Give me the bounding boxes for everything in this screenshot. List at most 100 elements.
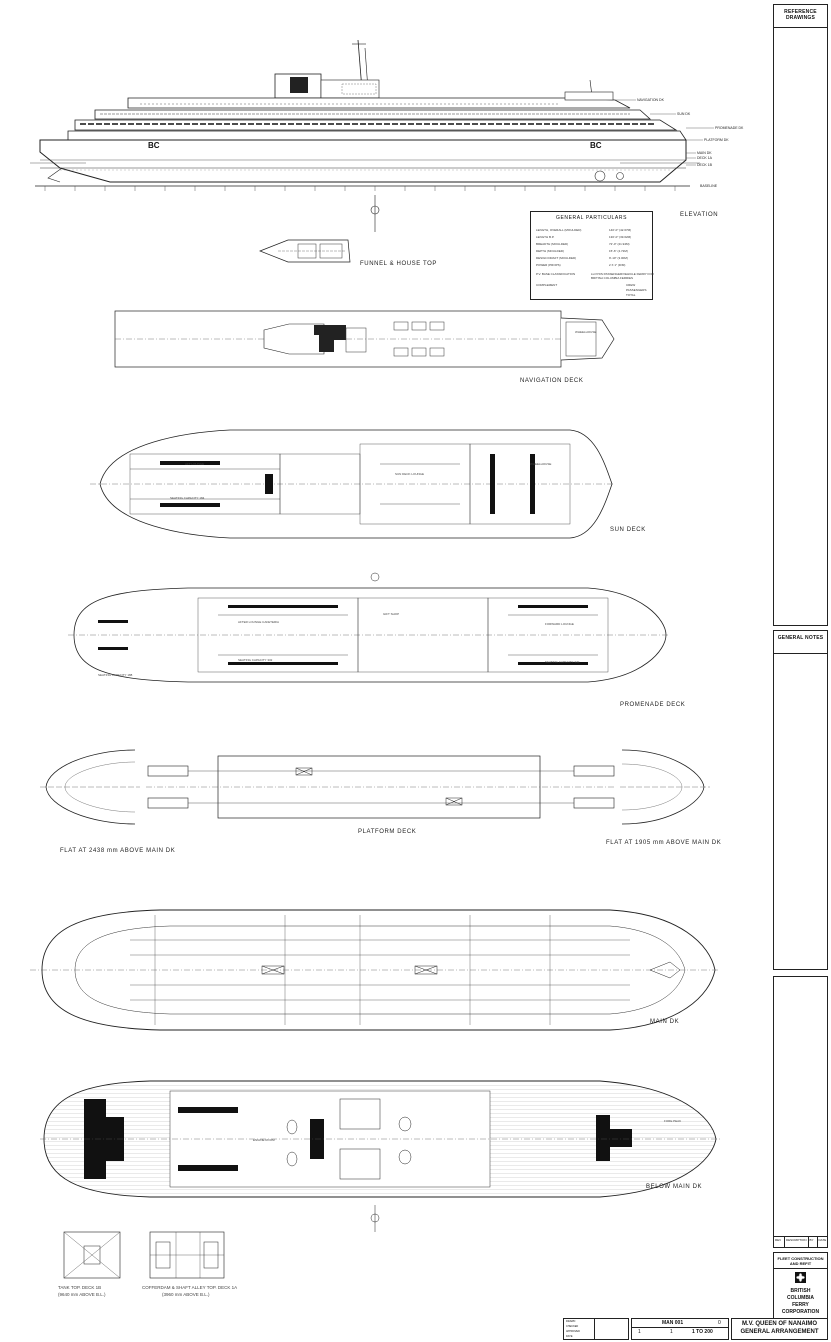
sheet-of: 1 (670, 1329, 673, 1335)
approval-row: APPROVED (566, 1330, 580, 1333)
promenade-seating-stern-label: SEATING CAPACITY 188 (98, 673, 133, 677)
promenade-seating-fwd-label: SEATING CAPACITY 340 (545, 660, 580, 664)
flat-fwd-plan (620, 749, 710, 825)
bcferries-logo-icon (795, 1272, 806, 1283)
deck-label-promenade: PROMENADE DK (715, 126, 744, 130)
hull-logo-aft: BC (148, 141, 160, 150)
reference-drawings-panel: REFERENCE DRAWINGS (773, 4, 828, 626)
reference-drawings-title: REFERENCE DRAWINGS (784, 9, 817, 21)
gp-row: COMPLEMENT (536, 283, 558, 287)
gp-value: 140'-0" (42.67M) (609, 228, 632, 232)
promenade-gift-shop-label: GIFT SHOP (383, 612, 400, 616)
general-notes-panel: GENERAL NOTES (773, 630, 828, 970)
flat-fwd-title: FLAT AT 1905 mm ABOVE MAIN DK (606, 840, 722, 846)
deck-label-sun: SUN DK (677, 112, 691, 116)
centerline-markers (370, 572, 380, 1232)
gp-row: POWER (PROPS) (536, 263, 561, 267)
vessel-title-block: M.V. QUEEN OF NANAIMO GENERAL ARRANGEMEN… (731, 1318, 828, 1340)
sun-deck-plan (90, 429, 615, 539)
sheet-number: 1 (638, 1329, 641, 1335)
gp-value: 130'-0" (39.62M) (609, 235, 632, 239)
drawing-scale: 1 TO 200 (692, 1329, 713, 1335)
sun-aft-lounge-label: AFT LOUNGE (185, 462, 205, 466)
gp-value: 15'-6" (4.72M) (609, 249, 628, 253)
org-name-line: BRITISH (790, 1288, 811, 1294)
deck-label-1a: DECK 1A (697, 156, 712, 160)
gp-row: DEPTH (MOULDED) (536, 249, 565, 253)
platform-deck-title: PLATFORM DECK (358, 829, 417, 835)
gp-row: LENGTH B.P. (536, 235, 555, 239)
flat-aft-plan (40, 749, 140, 825)
tank-top-title: TANK TOP. DECK 1B (58, 1285, 102, 1290)
sun-wheelhouse-label: WHEELHOUSE (530, 462, 552, 466)
revision-header: REV (774, 1237, 785, 1247)
funnel-house-top-plan (259, 239, 351, 263)
revision-header: BY (809, 1237, 818, 1247)
nav-wheelhouse-label: WHEELHOUSE (575, 330, 597, 334)
cofferdam-plan (149, 1231, 225, 1279)
promenade-aft-lounge-label: AFTER LOUNGE CAFETERIA (238, 620, 280, 624)
revision-header: DATE (818, 1238, 827, 1242)
promenade-deck-plan (68, 587, 668, 683)
approval-row: CHECKED (566, 1325, 579, 1328)
sun-deck-title: SUN DECK (610, 527, 646, 533)
flat-aft-title: FLAT AT 2438 mm ABOVE MAIN DK (60, 848, 176, 854)
general-particulars-table: GENERAL PARTICULARS LENGTH, OVERALL (MOU… (530, 211, 654, 300)
navigation-deck-title: NAVIGATION DECK (520, 378, 584, 384)
fore-peak-label: FORE PEAK (664, 1119, 682, 1123)
gp-row: P.V. BASE CLASSIFICATION (536, 272, 576, 276)
below-main-deck-title: BELOW MAIN DK (646, 1184, 703, 1190)
approval-block: DRAWN CHECKED APPROVED DATE (563, 1318, 629, 1340)
org-name-line: COLUMBIA (787, 1295, 814, 1301)
drawing-sheet: BC BC NAVIGATION DK SUN DK PROMENADE DK … (30, 39, 744, 1297)
elevation-title: ELEVATION (680, 212, 719, 218)
sun-lounge-label: SUN DECK LOUNGE (395, 472, 425, 476)
main-deck-title: MAIN DK (650, 1019, 680, 1025)
drawing-subtitle: GENERAL ARRANGEMENT (740, 1329, 819, 1335)
revision-panel: REV DESCRIPTION BY DATE (773, 976, 828, 1248)
deck-label-1b: DECK 1B (697, 163, 712, 167)
gp-row: BREADTH (MOULDED) (536, 242, 569, 246)
approval-row: DRAWN (566, 1320, 576, 1323)
general-particulars-title: GENERAL PARTICULARS (555, 215, 628, 221)
funnel-title: FUNNEL & HOUSE TOP (360, 261, 438, 267)
gp-row: LENGTH, OVERALL (MOULDED) (536, 228, 582, 232)
revision-header: DESCRIPTION (785, 1237, 809, 1247)
platform-deck-plan (146, 755, 616, 819)
gp-value: 9'-10" (3.00M) (609, 256, 628, 260)
tank-top-subtitle: (9640 mm ABOVE B.L.) (58, 1292, 106, 1297)
tank-top-plan (63, 1231, 121, 1279)
gp-value: 2 X 1" (D/M) (609, 263, 626, 267)
gp-row: DESIGN DRAFT (MOULDED) (536, 256, 577, 260)
revision-number: 0 (718, 1320, 721, 1326)
promenade-deck-title: PROMENADE DECK (620, 702, 686, 708)
cofferdam-title: COFFERDAM & SHAFT ALLEY TOP. DECK 1A (142, 1285, 238, 1290)
elevation-profile (30, 39, 714, 232)
deck-label-platform: PLATFORM DK (704, 138, 729, 142)
approval-row: DATE (566, 1335, 573, 1338)
navigation-deck-plan (114, 310, 615, 368)
org-name-line: FERRY (792, 1302, 809, 1308)
hull-logo-fwd: BC (590, 141, 602, 150)
gp-value: CREW (626, 283, 636, 287)
gp-value: LLOYDS PASSENGER/VEHICLE FERRY FOR (591, 272, 654, 276)
sun-seating-label: SEATING CAPACITY 184 (170, 496, 205, 500)
vessel-name: M.V. QUEEN OF NANAIMO (741, 1321, 818, 1327)
general-notes-title: GENERAL NOTES (777, 635, 824, 641)
gp-value: TOTAL (626, 293, 636, 297)
deck-label-baseline: BASELINE (700, 184, 718, 188)
deck-label-main: MAIN DK (697, 151, 712, 155)
drawing-number-block: MAN 001 0 1 1 1 TO 200 (631, 1318, 729, 1340)
main-deck-plan (30, 909, 720, 1031)
cofferdam-subtitle: (3960 mm ABOVE B.L.) (162, 1292, 210, 1297)
promenade-seating-aft-label: SEATING CAPACITY 332 (238, 658, 273, 662)
engine-room-label: ENGINE ROOM (253, 1138, 275, 1142)
gp-value: 72'-0" (21.94M) (609, 242, 630, 246)
fleet-title: FLEET CONSTRUCTION AND REFIT (777, 1256, 824, 1266)
gp-value: PASSENGERS (626, 288, 647, 292)
deck-label-navigation: NAVIGATION DK (637, 98, 664, 102)
revision-header-row: REV DESCRIPTION BY DATE (774, 1236, 827, 1247)
drawing-number: MAN 001 (662, 1320, 684, 1326)
org-name-line: CORPORATION (781, 1309, 820, 1315)
gp-value: BRITISH COLUMBIA FERRIES (591, 276, 634, 280)
